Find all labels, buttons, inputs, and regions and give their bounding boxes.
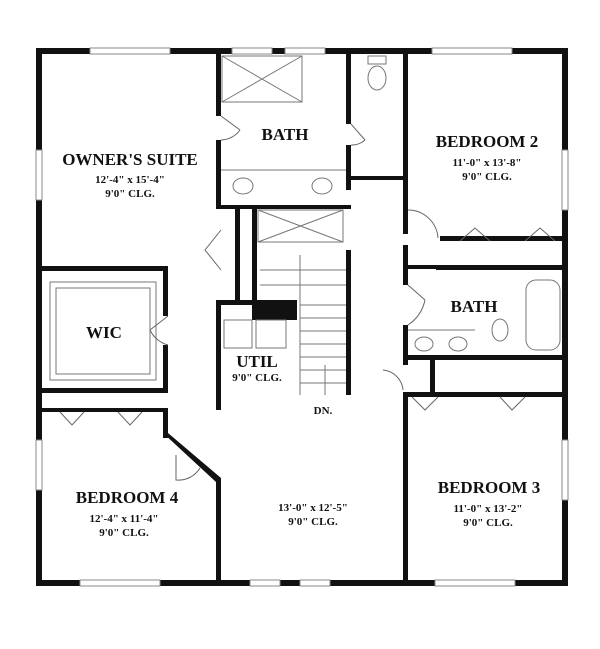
room-bedroom-4: BEDROOM 4 12'-4" x 11'-4" 9'0" CLG. (76, 488, 179, 539)
stair-treads (260, 255, 346, 395)
stairs-down-label: DN. (314, 405, 333, 417)
room-size: 11'-0" x 13'-8" (452, 157, 521, 169)
bathtub (525, 279, 561, 351)
room-bedroom-2: BEDROOM 2 11'-0" x 13'-8" 9'0" CLG. (436, 132, 538, 183)
room-size: 13'-0" x 12'-5" (278, 502, 348, 514)
room-bedroom-3: BEDROOM 3 11'-0" x 13'-2" 9'0" CLG. (438, 478, 540, 529)
room-bath-master: BATH (262, 125, 309, 144)
wic-shelving (49, 281, 157, 381)
dryer (255, 319, 287, 349)
room-ceiling: 9'0" CLG. (462, 171, 512, 183)
sink (311, 177, 333, 195)
room-owners-suite: OWNER'S SUITE 12'-4" x 15'-4" 9'0" CLG. (62, 150, 198, 200)
room-name: BEDROOM 3 (438, 478, 540, 497)
room-name: UTIL (236, 352, 278, 371)
sink (232, 177, 254, 195)
room-size: 12'-4" x 11'-4" (89, 513, 158, 525)
shower (221, 55, 303, 103)
room-name: BEDROOM 2 (436, 132, 538, 151)
toilet (491, 318, 509, 342)
doors (59, 115, 556, 481)
room-size: 11'-0" x 13'-2" (453, 503, 522, 515)
fixtures (49, 55, 561, 395)
room-ceiling: 9'0" CLG. (288, 516, 338, 528)
room-loft: 13'-0" x 12'-5" 9'0" CLG. (278, 502, 348, 528)
tub (257, 209, 344, 243)
washer (223, 319, 253, 349)
room-ceiling: 9'0" CLG. (99, 527, 149, 539)
room-util: UTIL 9'0" CLG. (232, 352, 282, 384)
room-ceiling: 9'0" CLG. (232, 372, 282, 384)
room-size: 12'-4" x 15'-4" (95, 174, 165, 186)
room-wic: WIC (86, 323, 122, 342)
room-name: BEDROOM 4 (76, 488, 179, 507)
room-ceiling: 9'0" CLG. (105, 188, 155, 200)
room-ceiling: 9'0" CLG. (463, 517, 513, 529)
interior-walls (42, 54, 562, 580)
toilet (367, 65, 387, 91)
room-bath-2: BATH (451, 297, 498, 316)
windows (35, 47, 569, 587)
room-name: OWNER'S SUITE (62, 150, 198, 169)
